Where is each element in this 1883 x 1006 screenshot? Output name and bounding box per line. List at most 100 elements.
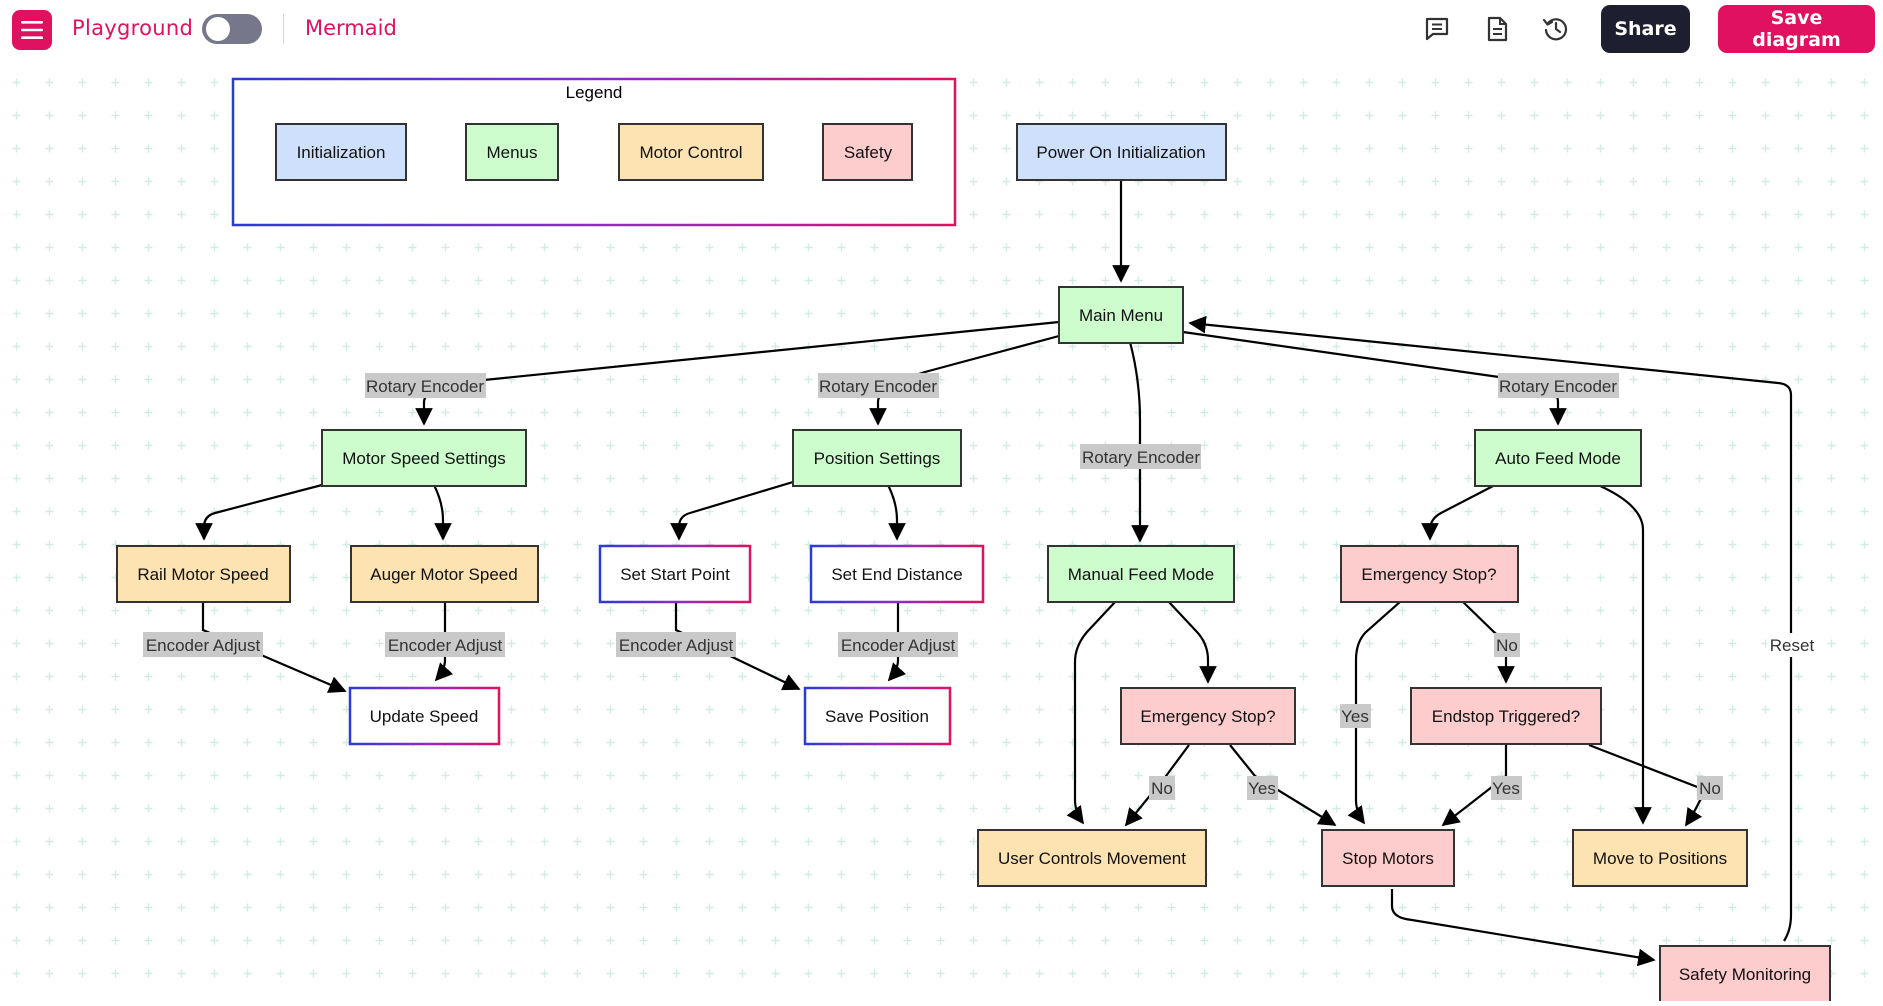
edge-label-rail-adjust: Encoder Adjust [146,636,261,655]
edge-position-end [887,484,906,541]
edge-label-start-adjust: Encoder Adjust [619,636,734,655]
node-update-speed[interactable] [348,686,501,746]
label-bg [1498,373,1619,398]
flowchart: Legend Initialization Menus Motor Contro… [0,58,1883,1003]
node-manual-feed-mode-label: Manual Feed Mode [1068,565,1214,584]
label-bg [1491,776,1522,800]
edge-main-manual [1128,341,1149,543]
node-auto-feed-mode[interactable] [1474,429,1642,487]
node-rail-motor-speed-label: Rail Motor Speed [137,565,268,584]
node-save-position[interactable] [803,686,952,746]
label-bg [616,632,736,657]
edge-stop-safety [1390,889,1656,967]
node-emergency-stop-auto[interactable] [1340,545,1519,603]
playground-toggle[interactable] [202,14,262,44]
node-endstop-triggered[interactable] [1410,687,1602,745]
edge-label-end-adjust: Encoder Adjust [841,636,956,655]
node-main-menu-label: Main Menu [1079,306,1163,325]
hamburger-menu-button[interactable] [12,10,52,50]
edge-label-endstop-yes: Yes [1492,779,1520,798]
toggle-knob [206,17,230,41]
edge-rail-update [201,601,347,693]
edge-motor-rail [195,483,323,541]
legend-initialization-box [275,123,407,181]
label-bg [1149,776,1175,800]
edge-motor-auger [433,484,452,541]
legend: Legend Initialization Menus Motor Contro… [231,77,957,227]
edge-auger-update [434,601,454,682]
node-main-menu[interactable] [1058,286,1184,344]
node-auto-feed-mode-label: Auto Feed Mode [1495,449,1621,468]
edge-auto-move [1597,483,1652,825]
edge-auto-emergency [1421,484,1496,541]
node-emergency-stop-auto-label: Emergency Stop? [1361,565,1496,584]
label-bg [1247,776,1278,800]
node-set-end-distance[interactable] [809,544,985,604]
hamburger-icon [21,21,43,39]
node-safety-monitoring[interactable] [1659,945,1831,1003]
edge-manual-emergency [1167,600,1217,684]
save-diagram-button[interactable]: Save diagram [1718,5,1875,53]
node-set-start-point[interactable] [598,544,752,604]
history-icon[interactable] [1542,15,1570,43]
legend-title: Legend [566,83,623,102]
label-bg [1340,704,1371,728]
legend-motor-control-box [618,123,764,181]
nodes: Power On Initialization Main Menu Motor … [116,123,1831,1003]
edge-labels: Rotary Encoder Rotary Encoder Rotary Enc… [143,373,1817,800]
edge-position-start [670,480,794,541]
node-motor-speed-settings[interactable] [321,429,527,487]
edge-label-manual-no: No [1151,779,1173,798]
edge-auto-emergency-yes-stop [1347,600,1402,825]
document-icon[interactable] [1483,15,1511,43]
edge-label-rotary-manual: Rotary Encoder [1082,448,1200,467]
legend-motor-control-label: Motor Control [640,143,743,162]
share-button[interactable]: Share [1601,5,1690,53]
edge-label-rotary-motor: Rotary Encoder [366,377,484,396]
node-update-speed-label: Update Speed [370,707,479,726]
node-endstop-triggered-label: Endstop Triggered? [1432,707,1580,726]
edge-label-rotary-auto: Rotary Encoder [1499,377,1617,396]
edge-label-auger-adjust: Encoder Adjust [388,636,503,655]
node-save-position-label: Save Position [825,707,929,726]
node-emergency-stop-manual-label: Emergency Stop? [1140,707,1275,726]
legend-safety-label: Safety [844,143,893,162]
node-stop-motors[interactable] [1321,829,1455,887]
node-position-settings-label: Position Settings [814,449,941,468]
node-move-to-positions[interactable] [1572,829,1748,887]
top-bar: Playground Mermaid Share Save diagram [0,0,1883,58]
edge-label-reset: Reset [1770,636,1815,655]
legend-safety-box [822,123,913,181]
node-emergency-stop-manual[interactable] [1120,687,1296,745]
diagram-canvas[interactable]: Legend Initialization Menus Motor Contro… [0,58,1883,1003]
node-safety-monitoring-label: Safety Monitoring [1679,965,1811,984]
node-motor-speed-settings-label: Motor Speed Settings [342,449,505,468]
label-bg [1697,776,1723,800]
comment-icon[interactable] [1423,15,1451,43]
node-user-controls-movement-label: User Controls Movement [998,849,1186,868]
node-position-settings[interactable] [792,429,962,487]
legend-menus-box [465,123,559,181]
edge-label-manual-yes: Yes [1248,779,1276,798]
legend-menus-label: Menus [486,143,537,162]
label-bg [1767,633,1817,657]
node-stop-motors-label: Stop Motors [1342,849,1434,868]
app-title: Playground [72,16,194,40]
edge-end-save [887,601,907,682]
label-bg [1494,633,1520,657]
label-bg [838,632,958,657]
node-auger-motor-speed[interactable] [350,545,539,603]
edge-manual-user [1066,600,1117,825]
label-bg [1080,444,1201,469]
label-bg [143,632,263,657]
toolbar-divider [283,14,284,44]
node-rail-motor-speed[interactable] [116,545,291,603]
node-auger-motor-speed-label: Auger Motor Speed [370,565,517,584]
edge-start-save [674,601,801,691]
node-manual-feed-mode[interactable] [1047,545,1235,603]
node-user-controls-movement[interactable] [977,829,1207,887]
label-bg [385,632,505,657]
node-power-on[interactable] [1016,123,1227,181]
label-bg [365,373,486,398]
edge-safety-main-reset [1188,315,1793,942]
